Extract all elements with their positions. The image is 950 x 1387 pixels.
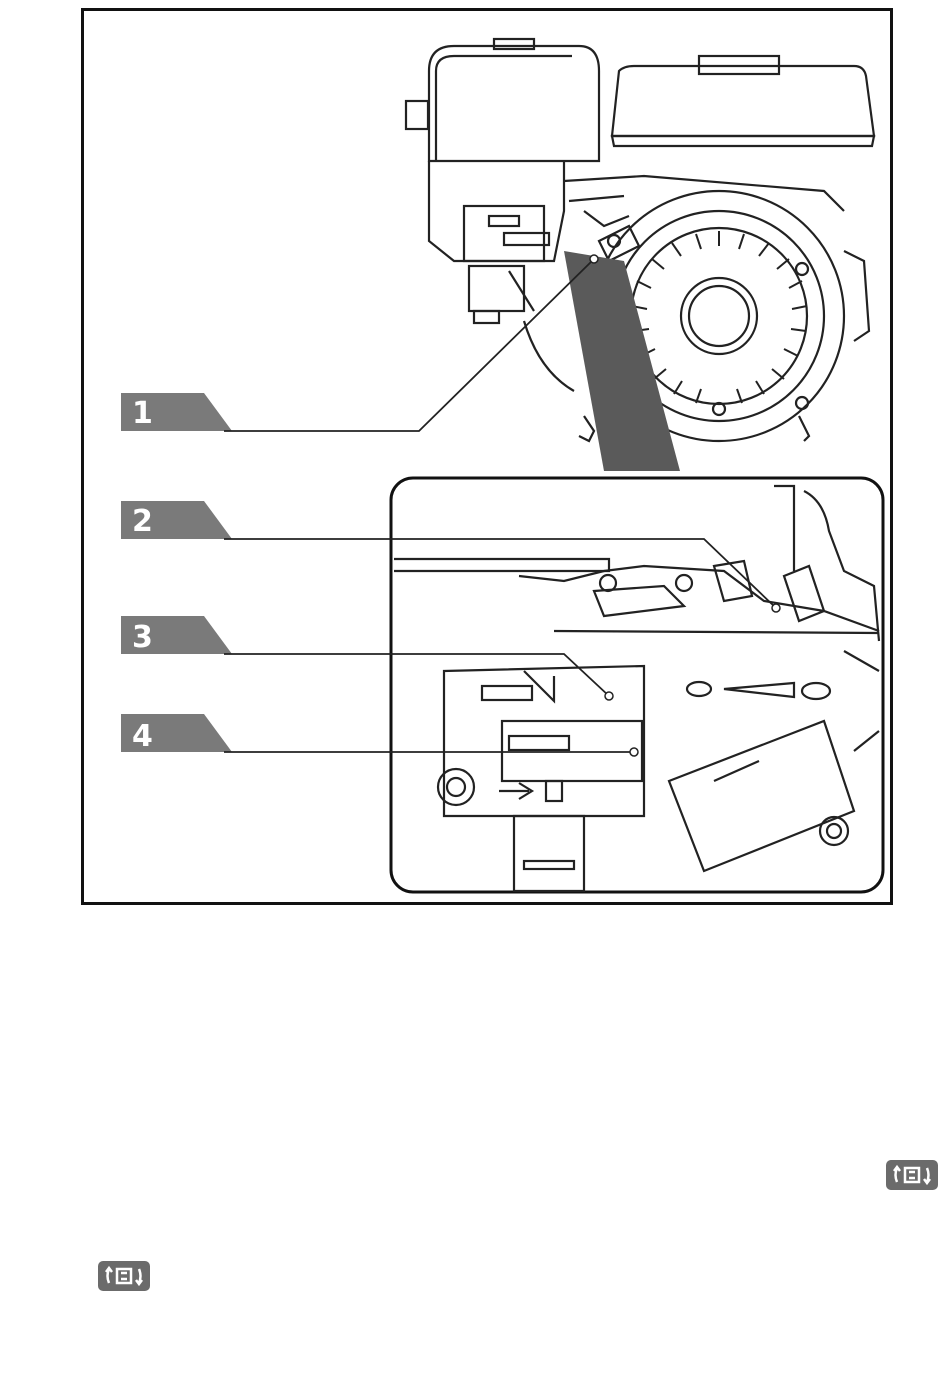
callout-3-number: 3	[132, 620, 153, 655]
callout-1-number: 1	[132, 396, 153, 431]
figure-frame: 1 2 3 4	[81, 8, 893, 905]
callout-4-number: 4	[132, 719, 153, 754]
page-swap-icon-right[interactable]	[886, 1160, 938, 1190]
callout-2-number: 2	[132, 504, 153, 539]
detail-inset	[391, 478, 883, 892]
callout-1: 1	[121, 255, 598, 431]
page-swap-icon	[101, 1263, 147, 1289]
engine-illustration: 1 2 3 4	[84, 11, 890, 902]
starter-slots	[632, 231, 807, 403]
page-swap-icon	[889, 1162, 935, 1188]
page-swap-icon-left[interactable]	[98, 1261, 150, 1291]
